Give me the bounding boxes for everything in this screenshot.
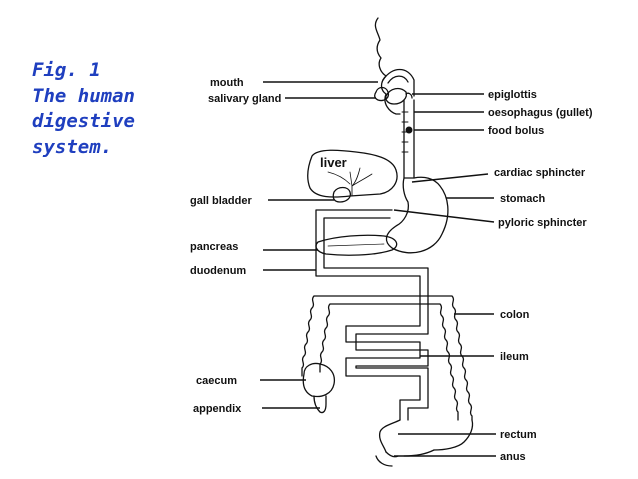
label-cardiac-sphincter: cardiac sphincter: [494, 167, 586, 179]
salivary-gland: [374, 86, 390, 102]
pyloric-sphincter-leader: [393, 209, 495, 223]
label-rectum: rectum: [500, 429, 537, 441]
label-epiglottis: epiglottis: [488, 89, 537, 101]
caption-line-3: digestive: [32, 110, 135, 132]
label-liver: liver: [320, 155, 347, 170]
label-mouth: mouth: [210, 77, 244, 89]
label-appendix: appendix: [193, 403, 242, 415]
ileum: [345, 299, 421, 421]
food-bolus-marker: [405, 126, 413, 134]
caption-line-2: The human: [32, 84, 135, 107]
oesophagus: [403, 99, 415, 179]
figure-caption: Fig. 1 The human digestive system.: [32, 58, 182, 160]
label-gall-bladder: gall bladder: [190, 195, 252, 207]
gall-bladder: [332, 186, 352, 203]
label-duodenum: duodenum: [190, 265, 246, 277]
stomach: [385, 176, 449, 254]
mouth-cavity: [382, 68, 415, 97]
pancreas: [315, 234, 398, 256]
caption-line-4: system.: [32, 135, 113, 158]
label-stomach: stomach: [500, 193, 546, 205]
cardiac-sphincter-leader: [411, 173, 489, 183]
epiglottis: [405, 92, 413, 99]
tongue: [385, 87, 408, 105]
label-oesophagus: oesophagus (gullet): [488, 107, 593, 119]
label-anus: anus: [500, 451, 526, 463]
liver: [307, 149, 398, 198]
label-ileum: ileum: [500, 351, 529, 363]
caecum: [302, 362, 336, 398]
label-food-bolus: food bolus: [488, 125, 544, 137]
caption-line-1: Fig. 1: [32, 59, 101, 81]
appendix: [313, 395, 327, 414]
label-salivary-gland: salivary gland: [208, 93, 281, 105]
head-profile: [374, 17, 401, 115]
label-pyloric-sphincter: pyloric sphincter: [498, 217, 587, 229]
rectum: [378, 419, 401, 453]
duodenum: [315, 209, 421, 301]
label-caecum: caecum: [196, 375, 237, 387]
label-colon: colon: [500, 309, 530, 321]
label-pancreas: pancreas: [190, 241, 238, 253]
